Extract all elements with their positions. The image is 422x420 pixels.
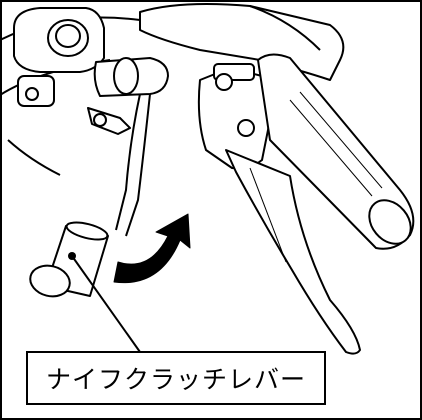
callout-text: ナイフクラッチレバー (45, 365, 306, 394)
handlebar-assembly (0, 3, 415, 355)
curved-arrow-icon (113, 213, 191, 284)
callout-label: ナイフクラッチレバー (26, 351, 326, 405)
knife-clutch-lever (29, 221, 109, 298)
leader-line (71, 255, 141, 353)
leader-dot (68, 252, 76, 260)
